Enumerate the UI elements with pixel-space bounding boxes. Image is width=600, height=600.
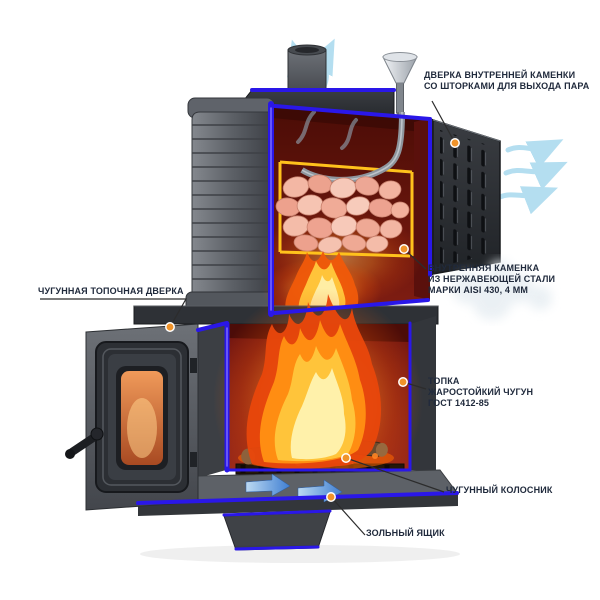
leader-lines [40, 100, 456, 536]
leader-firebox-door [40, 298, 188, 328]
firebox-flames [246, 294, 382, 469]
cut-edges [136, 88, 459, 551]
label-line: ЖАРОСТОЙКИЙ ЧУГУН [428, 387, 534, 397]
kamenka-interior [258, 104, 430, 322]
ash-box [223, 511, 331, 551]
label-steam-door: ДВЕРКА ВНУТРЕННЕЙ КАМЕНКИ СО ШТОРКАМИ ДЛ… [424, 70, 589, 92]
dot-inner-kamenka [399, 244, 409, 254]
callout-dots [165, 138, 460, 502]
steam-door-panel [428, 118, 501, 276]
dot-firebox-door [165, 322, 175, 332]
label-line: ДВЕРКА ВНУТРЕННЕЙ КАМЕНКИ [424, 70, 576, 80]
inner-steam-wisps [296, 110, 358, 150]
label-line: СО ШТОРКАМИ ДЛЯ ВЫХОДА ПАРА [424, 81, 590, 91]
firebox-door [65, 323, 199, 511]
label-line: ТОПКА [428, 376, 460, 386]
louver-slots [440, 130, 494, 266]
dot-ash-box [326, 492, 336, 502]
label-line: ГОСТ 1412-85 [428, 398, 490, 408]
dot-grate [341, 453, 351, 463]
leader-steam-door [431, 100, 456, 144]
label-line: ЗОЛЬНЫЙ ЯЩИК [366, 528, 445, 538]
label-line: ЧУГУННАЯ ТОПОЧНАЯ ДВЕРКА [38, 286, 184, 296]
door-handle [65, 427, 104, 459]
label-grate: ЧУГУННЫЙ КОЛОСНИК [446, 485, 553, 496]
sauna-stones [275, 174, 410, 254]
label-line: ЧУГУННЫЙ КОЛОСНИК [446, 485, 553, 495]
dot-firebox [398, 377, 408, 387]
leader-grate [345, 457, 445, 493]
label-line: ВНУТРЕННЯЯ КАМЕНКА [428, 263, 540, 273]
label-line: МАРКИ AISI 430, 4 ММ [428, 285, 528, 295]
label-firebox: ТОПКА ЖАРОСТОЙКИЙ ЧУГУН ГОСТ 1412-85 [428, 376, 533, 409]
steam-cloud [452, 260, 552, 320]
label-inner-kamenka: ВНУТРЕННЯЯ КАМЕНКА ИЗ НЕРЖАВЕЮЩЕЙ СТАЛИ … [428, 263, 555, 296]
leader-ash-box [330, 496, 366, 536]
dot-steam-door [450, 138, 460, 148]
label-ash-box: ЗОЛЬНЫЙ ЯЩИК [366, 528, 445, 539]
stove-body [185, 97, 275, 315]
label-line: ИЗ НЕРЖАВЕЮЩЕЙ СТАЛИ [428, 274, 556, 284]
label-firebox-door: ЧУГУННАЯ ТОПОЧНАЯ ДВЕРКА [38, 286, 184, 297]
chimney [287, 44, 327, 97]
leader-inner-kamenka [403, 248, 427, 270]
